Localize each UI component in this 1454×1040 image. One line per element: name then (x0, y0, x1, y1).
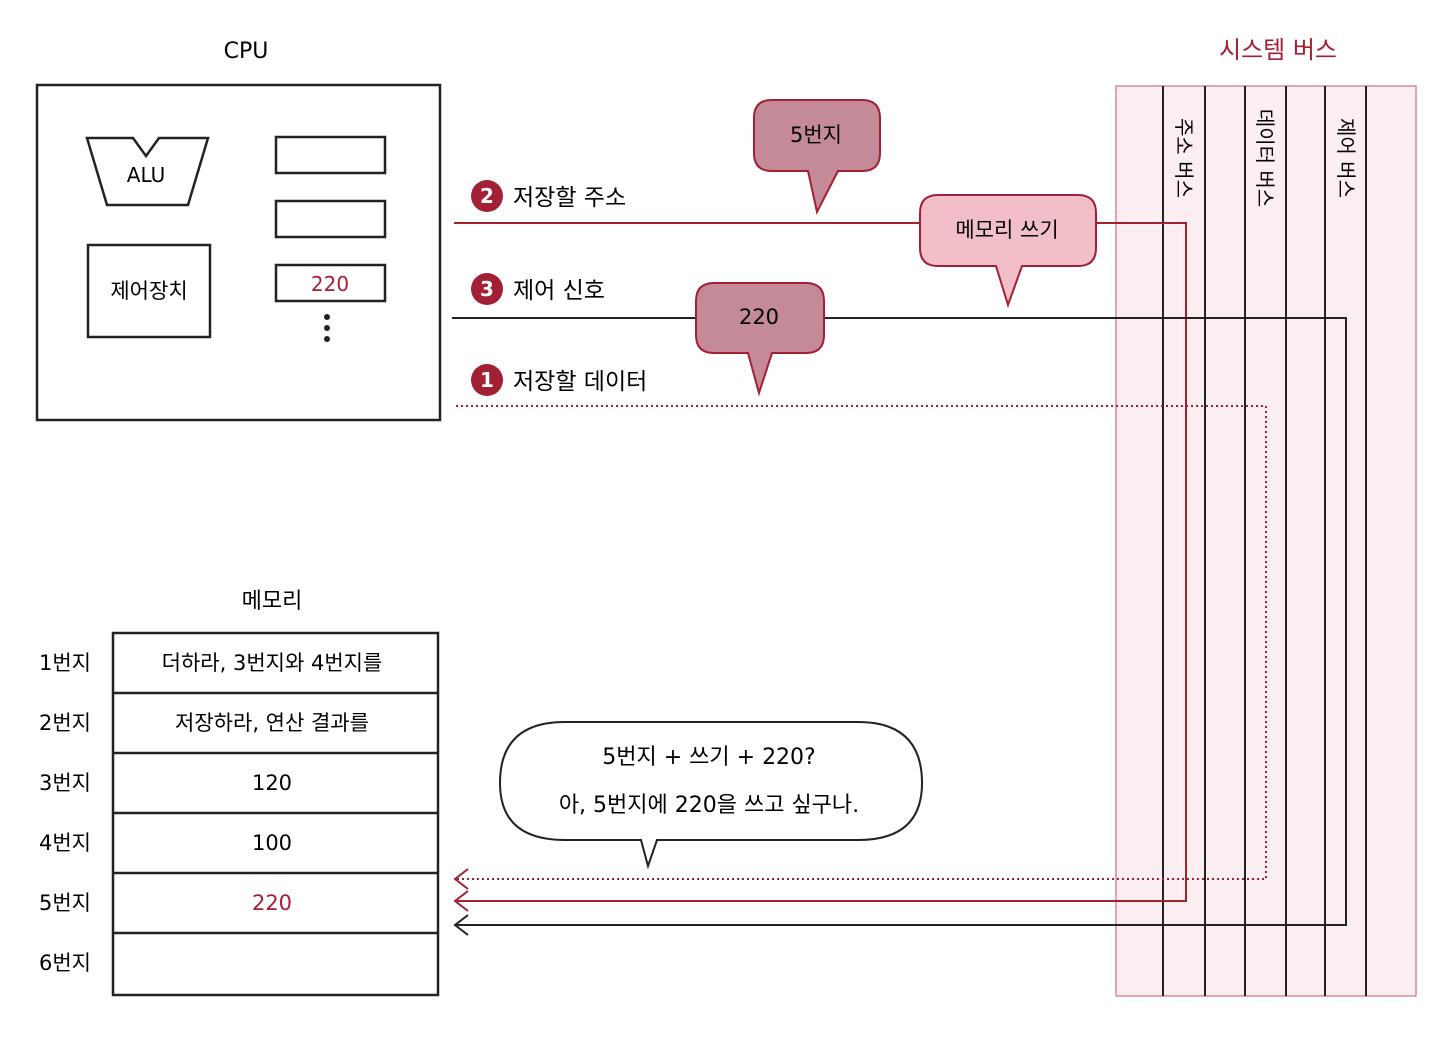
data-arrowhead (453, 868, 469, 890)
cpu-block: CPU ALU 제어장치 220 (35, 39, 442, 422)
step-2-badge (471, 180, 503, 212)
system-bus: 시스템 버스 주소 버스 데이터 버스 제어 버스 (1115, 36, 1417, 997)
data-bus-label: 데이터 버스 (1253, 109, 1277, 207)
step-1-badge (471, 364, 503, 396)
memory-speech-bubble: 5번지 + 쓰기 + 220? 아, 5번지에 220을 쓰고 싶구나. (498, 721, 924, 870)
register-ellipsis-dot-3 (324, 336, 330, 342)
control-unit-box (86, 243, 212, 339)
data-signal-wire (456, 405, 1267, 880)
memory-row-4-content: 100 (252, 831, 292, 855)
address-bubble-shape (753, 99, 881, 215)
alu-label: ALU (127, 163, 165, 187)
control-unit-label: 제어장치 (110, 279, 187, 303)
address-arrowhead (453, 890, 469, 912)
control-arrowhead (453, 914, 469, 936)
memory-row-2-content: 저장하라, 연산 결과를 (175, 711, 369, 735)
memory-row-5-content: 220 (252, 891, 292, 915)
step-1-label: 저장할 데이터 (513, 369, 647, 395)
step-2-label: 저장할 주소 (513, 185, 626, 211)
control-bus-label: 제어 버스 (1334, 118, 1358, 198)
memory-row-1-address: 1번지 (39, 651, 91, 675)
register-3 (274, 263, 387, 303)
register-ellipsis-dot-1 (324, 314, 330, 320)
cpu-title: CPU (224, 39, 269, 64)
control-signal-wire (452, 317, 1347, 926)
register-ellipsis-dot-2 (324, 325, 330, 331)
speech-bubble-shape (498, 721, 924, 870)
address-bus-label: 주소 버스 (1172, 118, 1196, 198)
step-1-number: 1 (480, 368, 494, 392)
memory-row-3-content: 120 (252, 771, 292, 795)
memory-row-3-address: 3번지 (39, 771, 91, 795)
memory-row-4-address: 4번지 (39, 831, 91, 855)
data-bubble: 220 (695, 282, 825, 397)
memory-title: 메모리 (242, 589, 303, 614)
step-data: 1 저장할 데이터 (471, 364, 647, 396)
control-bubble: 메모리 쓰기 (919, 194, 1097, 309)
step-3-number: 3 (480, 277, 494, 301)
speech-line-1: 5번지 + 쓰기 + 220? (602, 745, 815, 770)
step-3-badge (471, 273, 503, 305)
step-2-number: 2 (480, 184, 494, 208)
address-bubble-text: 5번지 (790, 123, 842, 147)
alu-shape (85, 136, 210, 207)
memory-row-5-address: 5번지 (39, 891, 91, 915)
memory-block: 메모리 1번지 2번지 3번지 4번지 5번지 6번지 더하라, 3번지와 4번… (39, 589, 440, 997)
control-bubble-shape (919, 194, 1097, 309)
step-3-label: 제어 신호 (513, 278, 605, 304)
signal-wires (452, 222, 1347, 936)
memory-row-2-address: 2번지 (39, 711, 91, 735)
register-2 (274, 199, 387, 239)
system-bus-title: 시스템 버스 (1219, 36, 1337, 64)
data-bubble-shape (695, 282, 825, 397)
speech-line-2: 아, 5번지에 220을 쓰고 싶구나. (559, 793, 859, 818)
control-bubble-text: 메모리 쓰기 (955, 218, 1058, 242)
step-address: 2 저장할 주소 (471, 180, 626, 212)
memory-row-1-content: 더하라, 3번지와 4번지를 (162, 651, 383, 675)
register-1 (274, 135, 387, 175)
address-signal-wire (454, 222, 1187, 902)
data-bubble-text: 220 (739, 305, 779, 329)
address-bubble: 5번지 (753, 99, 881, 215)
step-control: 3 제어 신호 (471, 273, 605, 305)
register-3-value: 220 (311, 272, 349, 296)
memory-row-6-address: 6번지 (39, 951, 91, 975)
